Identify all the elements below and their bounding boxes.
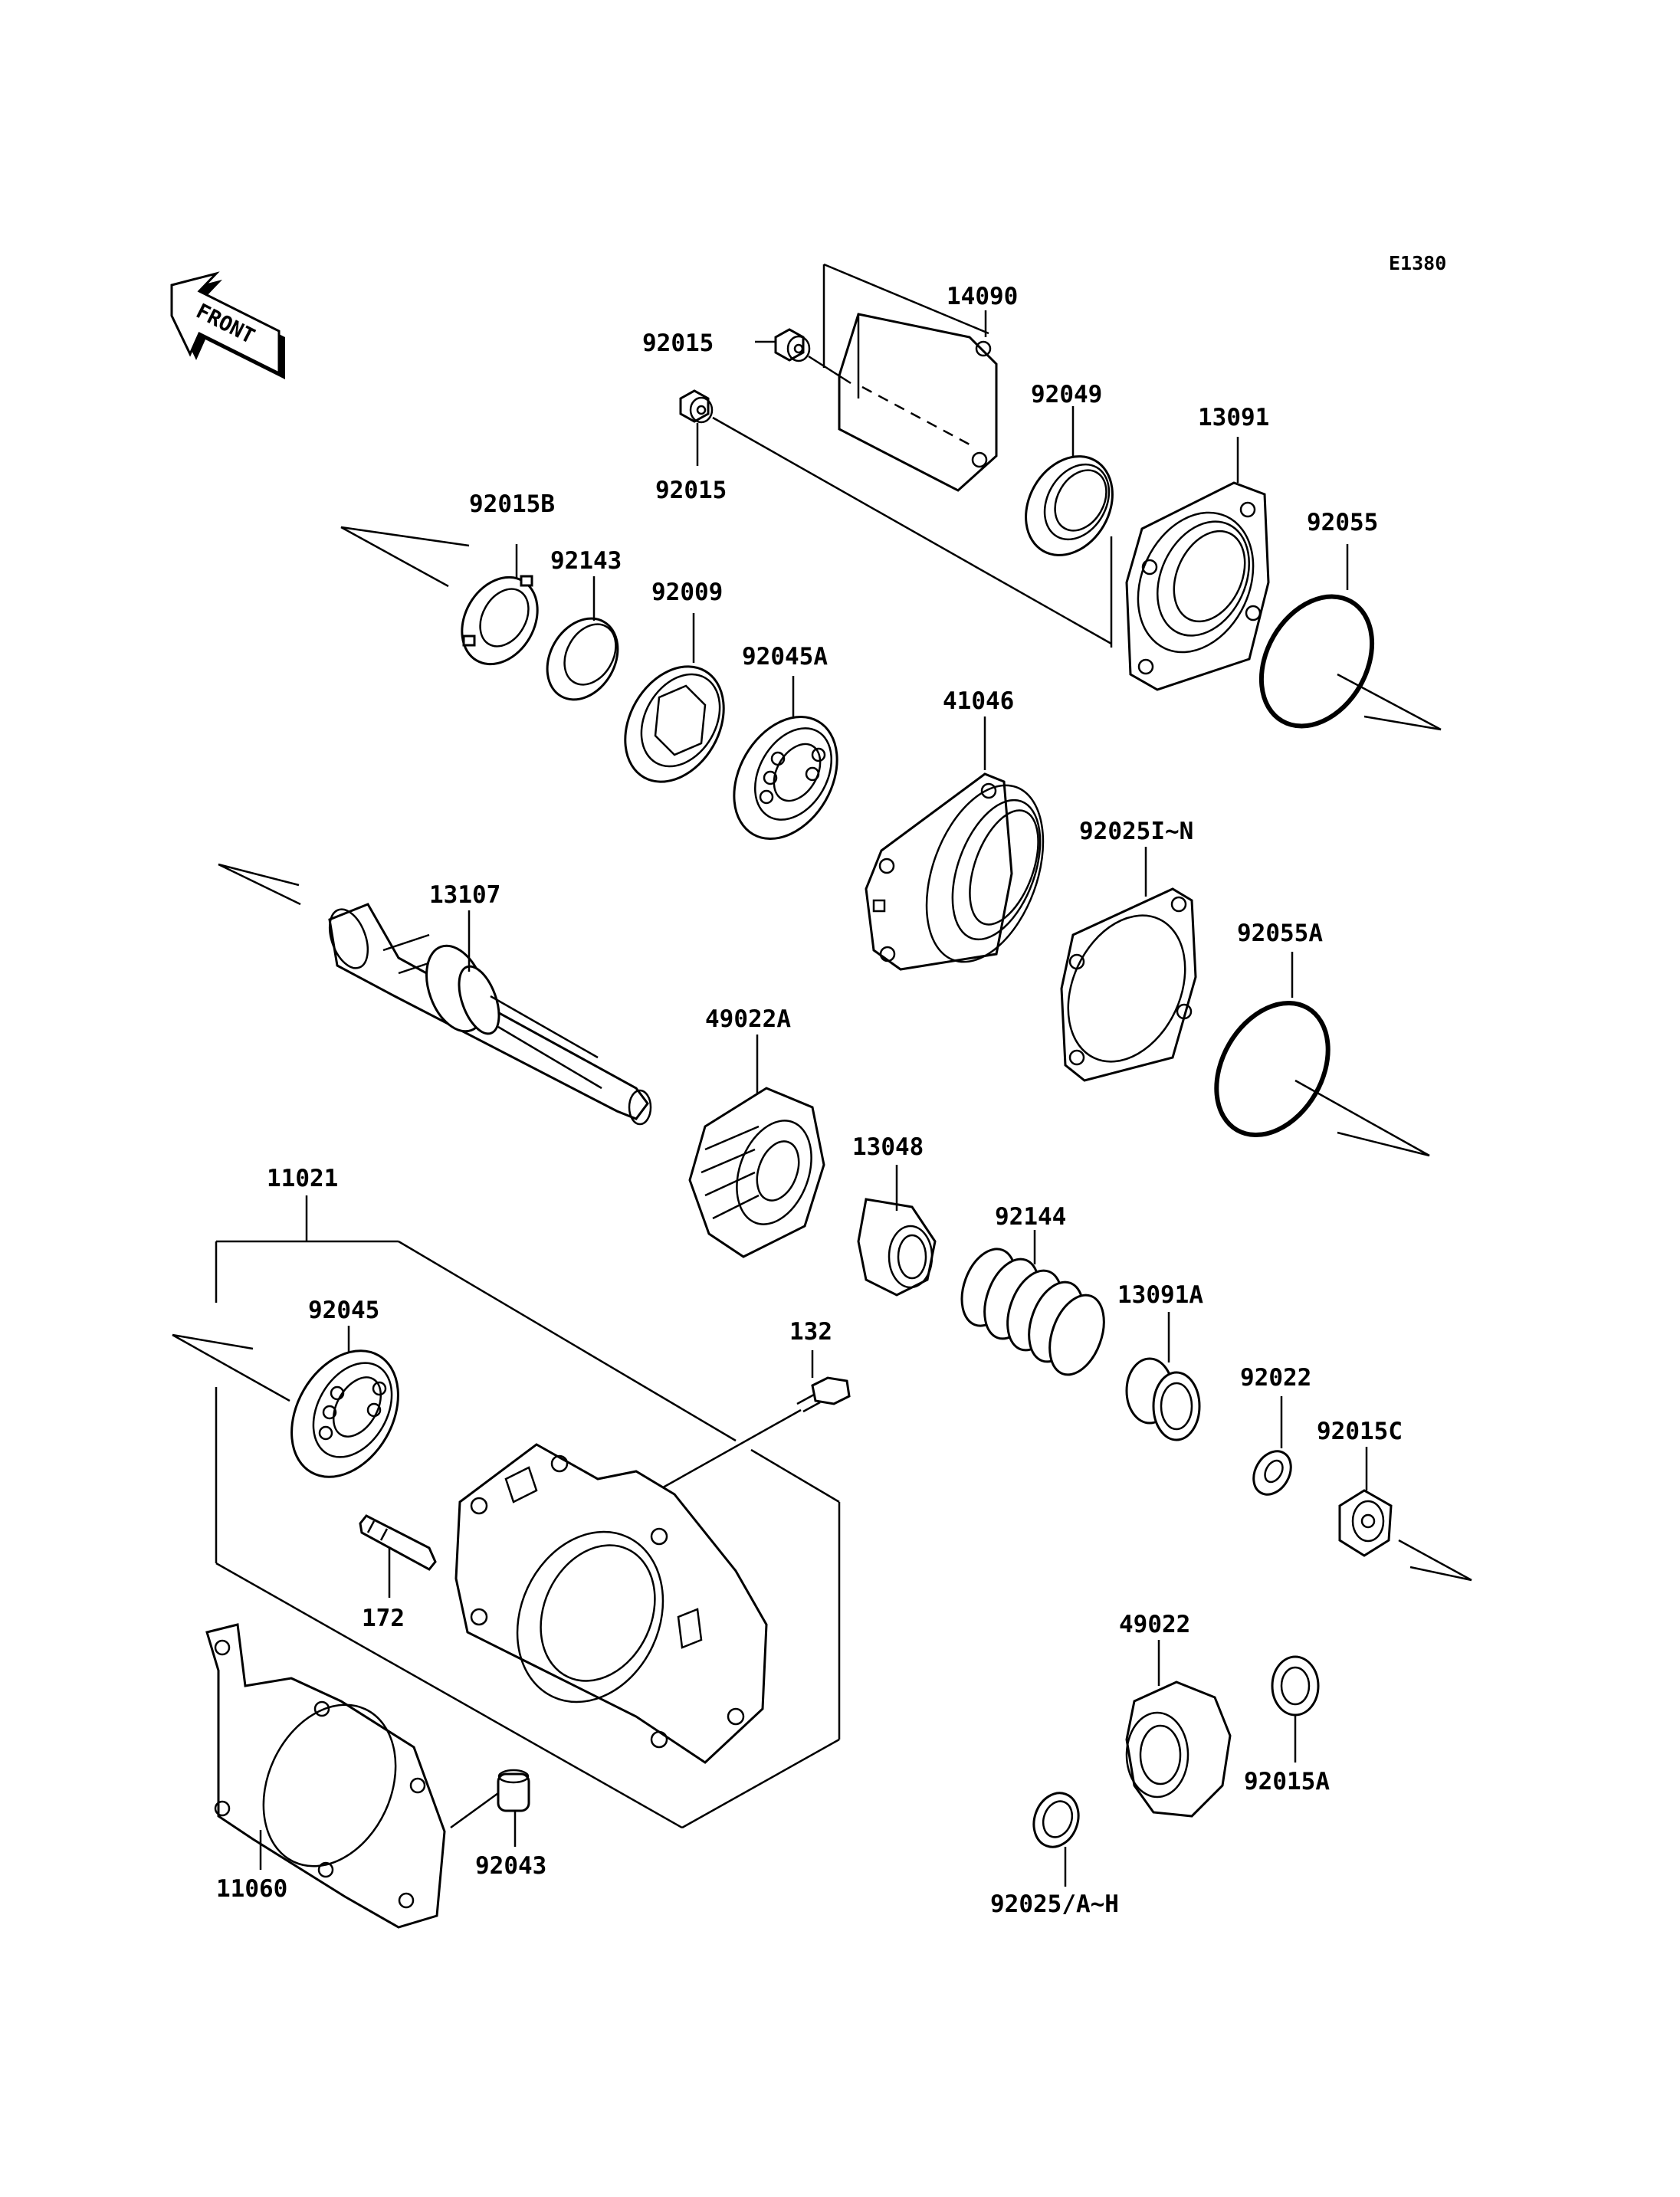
label-92025IN: 92025I~N	[1079, 818, 1193, 845]
shaft-13107	[328, 903, 652, 1126]
nut-92015-top	[774, 328, 811, 362]
label-11060: 11060	[216, 1875, 287, 1903]
label-11021: 11021	[267, 1165, 338, 1192]
label-92049: 92049	[1031, 381, 1102, 408]
bearing-housing-41046	[865, 772, 1045, 971]
group-bracket-11021	[215, 1240, 841, 1829]
label-92045: 92045	[308, 1297, 379, 1324]
label-92055: 92055	[1307, 509, 1378, 536]
diagram-ref-code: E1380	[1389, 252, 1446, 274]
housing-cover-13091	[1125, 481, 1270, 691]
dowel-92043	[497, 1769, 530, 1812]
gear-case	[454, 1443, 768, 1764]
bolt-132	[796, 1376, 851, 1413]
nut-92015C	[1338, 1489, 1393, 1557]
label-92015-mid: 92015	[655, 477, 727, 504]
oil-seal-92049	[1025, 455, 1114, 556]
label-14090: 14090	[947, 283, 1018, 310]
lock-nut-92015B	[461, 575, 539, 666]
stud-172	[359, 1514, 437, 1571]
label-92143: 92143	[550, 547, 622, 575]
label-49022A: 49022A	[705, 1005, 791, 1033]
cover-bracket	[822, 263, 998, 492]
nut-92015A	[1271, 1655, 1320, 1717]
shim-92025AH	[1032, 1792, 1080, 1848]
bearing-92045	[290, 1349, 399, 1478]
washer-92022	[1252, 1450, 1292, 1496]
label-92015C: 92015C	[1317, 1418, 1403, 1445]
label-13091: 13091	[1198, 404, 1269, 431]
label-92015-top: 92015	[642, 330, 714, 357]
o-ring-92055A	[1214, 1000, 1331, 1138]
label-92015A: 92015A	[1244, 1768, 1330, 1795]
label-13048: 13048	[852, 1133, 924, 1161]
gear-49022	[1125, 1681, 1232, 1818]
nut-92015-mid	[679, 389, 714, 424]
coupling-13048	[857, 1198, 937, 1297]
gasket-11060	[205, 1623, 446, 1929]
label-13107: 13107	[429, 881, 500, 909]
front-arrow-icon: FRONT	[170, 271, 285, 379]
label-132: 132	[789, 1318, 832, 1346]
spacer-13091A	[1125, 1357, 1201, 1441]
bevel-gear-49022A	[688, 1087, 825, 1258]
label-172: 172	[362, 1605, 405, 1632]
label-92045A: 92045A	[742, 643, 828, 671]
label-92025AH: 92025/A~H	[990, 1890, 1119, 1918]
label-13091A: 13091A	[1117, 1281, 1203, 1309]
label-92055A: 92055A	[1237, 920, 1323, 947]
spring-92144	[960, 1248, 1105, 1376]
label-92015B: 92015B	[469, 490, 555, 518]
label-92043: 92043	[475, 1852, 546, 1880]
label-49022: 49022	[1119, 1611, 1190, 1638]
gasket-92025IN	[1060, 887, 1197, 1082]
shim-92009	[624, 665, 725, 783]
collar-92143	[546, 617, 619, 701]
bearing-92045A	[733, 716, 838, 840]
label-41046: 41046	[943, 687, 1014, 715]
label-92009: 92009	[651, 579, 723, 606]
label-92022: 92022	[1240, 1364, 1311, 1392]
label-92144: 92144	[995, 1203, 1066, 1231]
